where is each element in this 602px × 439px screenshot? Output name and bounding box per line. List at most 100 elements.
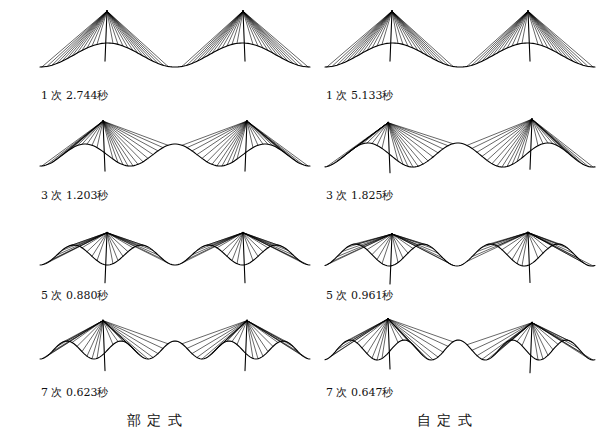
stay-cable	[103, 321, 168, 344]
stay-cable	[77, 11, 107, 53]
stay-cable	[388, 319, 453, 342]
stay-cable	[342, 11, 392, 63]
stay-cable	[528, 11, 583, 65]
stay-cable	[103, 121, 153, 155]
stay-cable	[472, 119, 532, 148]
stay-cable	[62, 233, 107, 251]
stay-cable	[347, 11, 392, 61]
stay-cable	[72, 11, 107, 56]
stay-cable	[532, 119, 593, 167]
tower	[245, 321, 247, 371]
stay-cable	[388, 319, 448, 346]
stay-cable	[532, 119, 553, 144]
deck-curve	[40, 144, 310, 166]
mode-label: 1 次 2.744秒	[40, 89, 109, 102]
stay-cable	[192, 121, 247, 151]
stay-cable	[243, 233, 263, 252]
stay-cable	[243, 233, 288, 251]
stay-cable	[227, 11, 243, 46]
stay-cable	[332, 11, 392, 66]
stay-cable	[247, 121, 308, 166]
stay-cable	[528, 11, 593, 67]
stay-cable	[388, 319, 433, 360]
stay-cable	[107, 233, 153, 251]
stay-cable	[107, 11, 143, 56]
stay-cable	[42, 233, 107, 265]
stay-cable	[107, 11, 153, 61]
stay-cable	[528, 233, 593, 266]
stay-cable	[367, 319, 388, 354]
stay-cable	[243, 11, 278, 56]
stay-cable	[197, 11, 243, 61]
stay-cable	[392, 11, 423, 53]
stay-cable	[388, 123, 433, 157]
stay-cable	[377, 123, 388, 146]
stay-cable	[362, 11, 392, 53]
stay-cable	[528, 11, 573, 61]
stay-cable	[392, 11, 448, 65]
stay-cable	[388, 123, 443, 149]
stay-cable	[532, 323, 593, 360]
stay-cable	[337, 11, 392, 65]
stay-cable	[327, 11, 392, 67]
stay-cable	[103, 321, 148, 359]
stay-cable	[207, 11, 243, 56]
stay-cable	[243, 11, 308, 67]
column-caption: 部 定 式	[126, 412, 184, 429]
stay-cable	[82, 321, 103, 352]
stay-cable	[247, 121, 258, 145]
tower	[103, 321, 105, 371]
mode-label: 5 次 0.961秒	[325, 289, 394, 302]
mode-label: 3 次 1.825秒	[325, 189, 394, 202]
stay-cable	[472, 323, 532, 351]
stay-cable	[243, 233, 308, 265]
stay-cable	[487, 323, 532, 360]
stay-cable	[232, 321, 247, 342]
stay-cable	[388, 123, 423, 164]
stay-cable	[477, 233, 528, 252]
stay-cable	[182, 121, 247, 145]
stay-cable	[212, 11, 243, 53]
stay-cable	[202, 321, 247, 359]
stay-cable	[107, 11, 123, 46]
stay-cable	[243, 11, 298, 65]
stay-cable	[197, 233, 243, 251]
stay-cable	[103, 321, 163, 349]
mode-label: 1 次 5.133秒	[325, 89, 394, 102]
stay-cable	[477, 119, 532, 152]
stay-cable	[42, 321, 103, 359]
tower	[388, 319, 390, 369]
stay-cable	[192, 11, 243, 63]
stay-cable	[182, 11, 243, 66]
stay-cable	[512, 11, 528, 46]
stay-cable	[492, 119, 532, 164]
stay-cable	[197, 121, 247, 155]
stay-cable	[367, 123, 388, 143]
stay-cable	[392, 234, 433, 248]
stay-cable	[187, 11, 243, 65]
stay-cable	[103, 121, 148, 158]
stay-cable	[388, 123, 418, 167]
stay-cable	[103, 121, 168, 145]
deck-curve	[325, 43, 595, 67]
stay-cable	[528, 11, 563, 56]
stay-cable	[467, 233, 528, 262]
stay-cable	[357, 11, 392, 56]
stay-cable	[57, 11, 107, 63]
stay-cable	[467, 119, 532, 145]
stay-cable	[243, 11, 283, 59]
stay-cable	[82, 121, 103, 144]
tower	[530, 323, 532, 373]
stay-cable	[327, 123, 388, 167]
stay-cable	[247, 321, 308, 359]
stay-cable	[103, 321, 118, 342]
tower	[105, 11, 107, 61]
stay-cable	[182, 321, 247, 344]
stay-cable	[337, 234, 392, 257]
stay-cable	[467, 323, 532, 345]
stay-cable	[243, 11, 288, 61]
stay-cable	[92, 121, 103, 145]
stay-cable	[392, 234, 438, 253]
stay-cable	[97, 321, 103, 359]
